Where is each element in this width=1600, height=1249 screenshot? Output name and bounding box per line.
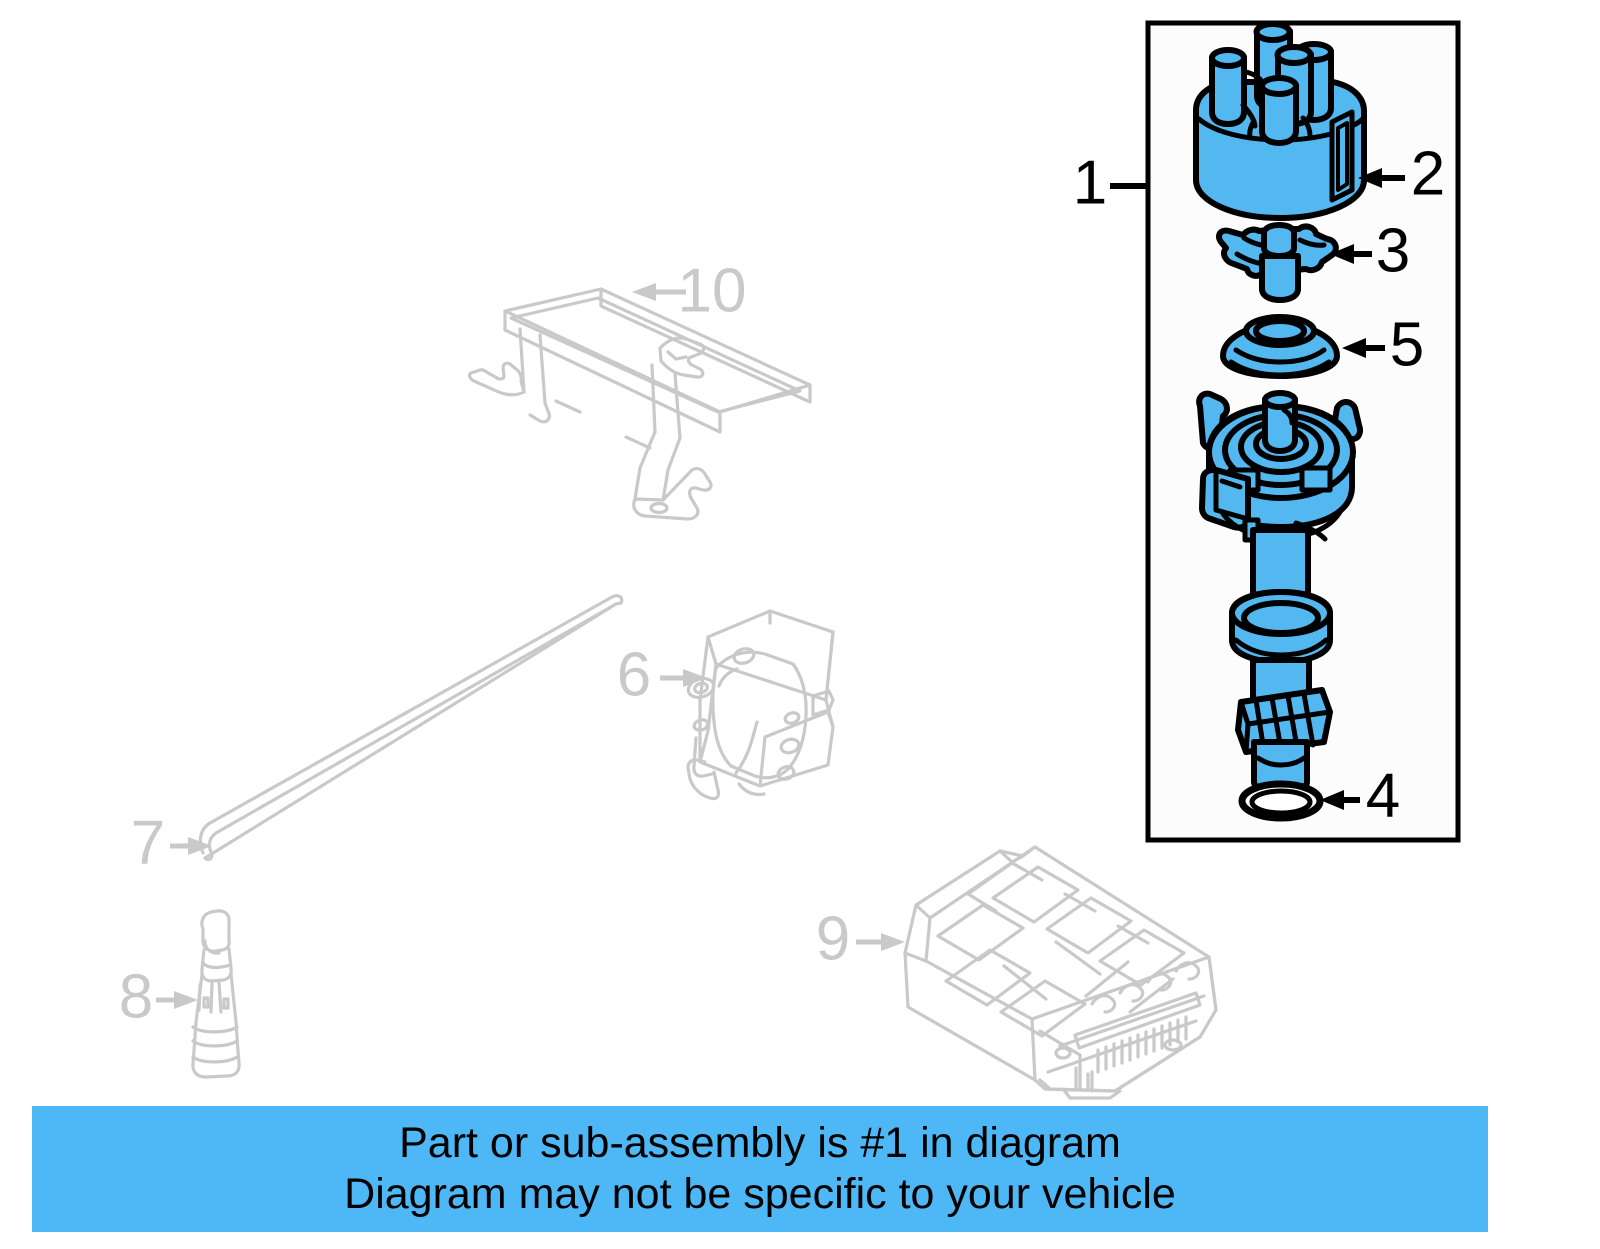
arrowhead-7 — [188, 837, 212, 855]
part-distributor-rotor[interactable] — [1216, 222, 1339, 303]
callout-numbers: 1 2 3 5 4 10 6 7 8 9 — [119, 139, 1445, 1031]
callout-label-10: 10 — [678, 256, 747, 325]
caption-banner: Part or sub-assembly is #1 in diagram Di… — [32, 1106, 1488, 1232]
callout-label-8: 8 — [119, 962, 153, 1031]
arrowhead-5 — [1342, 338, 1366, 358]
part-dust-shield-seal[interactable] — [1220, 314, 1340, 379]
ghost-parts-group — [191, 287, 1218, 1100]
arrowhead-4 — [1320, 790, 1344, 810]
callout-label-9: 9 — [816, 904, 850, 973]
arrowhead-10 — [632, 283, 656, 301]
part-engine-control-module[interactable] — [903, 845, 1218, 1100]
callout-label-7: 7 — [131, 808, 165, 877]
arrowhead-6 — [683, 669, 707, 687]
part-distributor-cap[interactable] — [1193, 21, 1367, 221]
arrowhead-9 — [881, 933, 905, 951]
callout-leaders-ghost — [156, 283, 905, 1009]
callout-label-3: 3 — [1376, 216, 1410, 285]
arrowhead-8 — [174, 991, 198, 1009]
arrowhead-2 — [1358, 168, 1382, 188]
callout-label-1: 1 — [1073, 148, 1107, 217]
part-ignition-coil-module[interactable] — [686, 609, 835, 801]
callout-label-2: 2 — [1411, 139, 1445, 208]
callout-leaders-highlighted — [1110, 168, 1405, 810]
part-mounting-bracket[interactable] — [467, 287, 812, 521]
part-hold-down-rod[interactable] — [198, 594, 624, 862]
callout-label-5: 5 — [1390, 310, 1424, 379]
caption-line-1: Part or sub-assembly is #1 in diagram — [399, 1119, 1121, 1167]
part-distributor-assembly[interactable] — [1193, 21, 1367, 822]
callout-label-4: 4 — [1366, 761, 1400, 830]
caption-line-2: Diagram may not be specific to your vehi… — [344, 1170, 1176, 1218]
callout-label-6: 6 — [617, 640, 651, 709]
part-spark-plug-boot[interactable] — [191, 909, 241, 1079]
arrowhead-3 — [1330, 244, 1354, 264]
part-o-ring[interactable] — [1238, 780, 1324, 822]
